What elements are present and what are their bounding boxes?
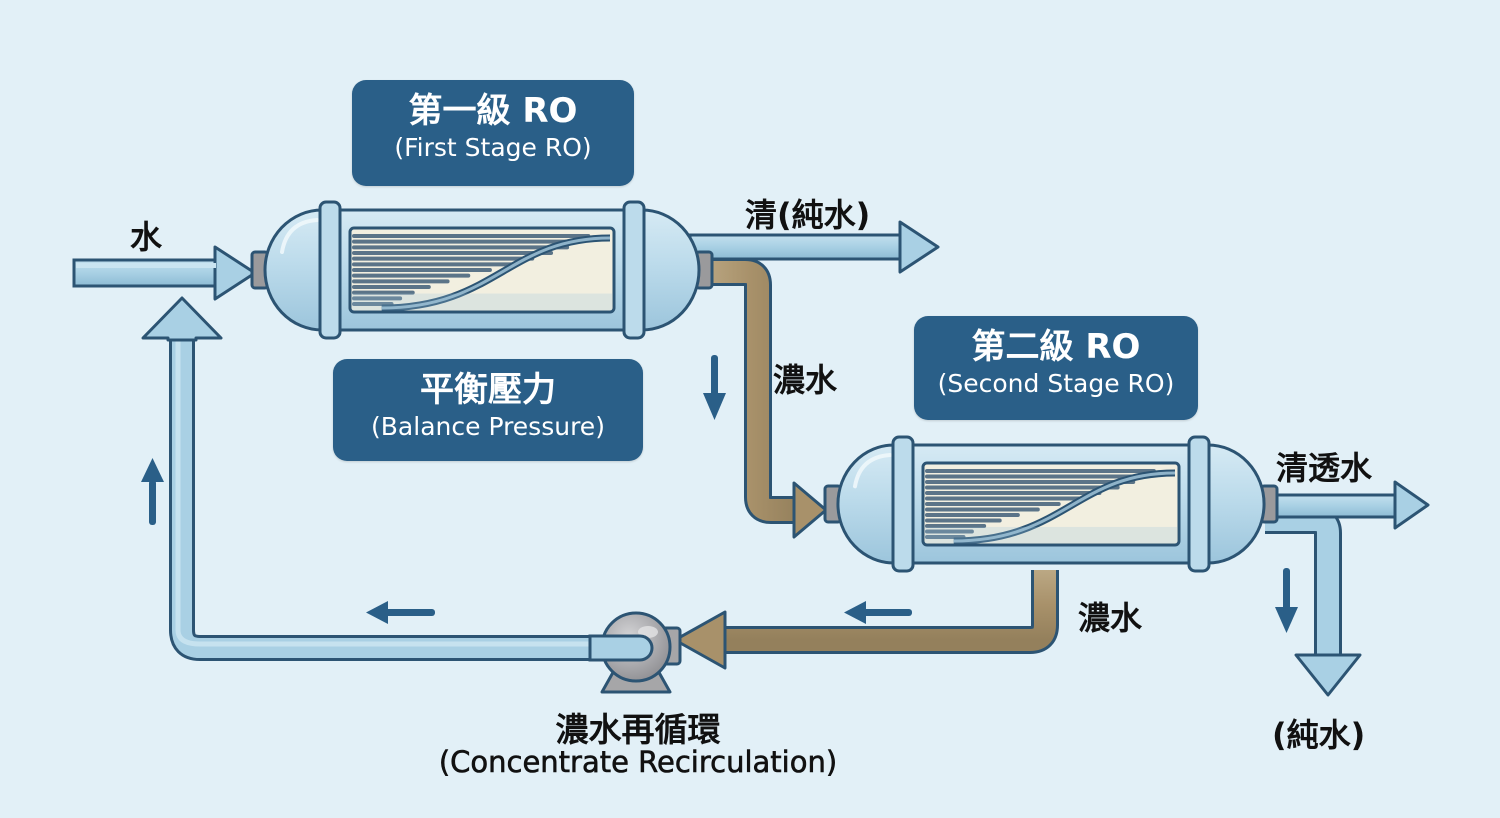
recirculation-pump [588, 611, 682, 694]
vessel-flange [1187, 435, 1211, 573]
stage2-ro-vessel [823, 435, 1279, 573]
recirculation-arrowhead-up [141, 296, 223, 342]
stage2-concentrate-pipe [673, 570, 1059, 670]
stage2-label-en: (Second Stage RO) [937, 369, 1175, 398]
recirculation-label-en: (Concentrate Recirculation) [438, 745, 838, 780]
pure-water-arrowhead [1294, 653, 1362, 697]
balance-pressure-label: 平衡壓力 (Balance Pressure) [333, 359, 643, 461]
inlet-pipe [72, 245, 257, 301]
flow-arrow-left-icon [844, 601, 912, 624]
balance-pressure-label-zh: 平衡壓力 [420, 370, 556, 410]
vessel-highlight [280, 218, 319, 254]
pure-water-label: (純水) [1272, 716, 1366, 754]
recirculation-return-pipe [141, 296, 640, 661]
vessel-flange [891, 435, 915, 573]
stage2-label-zh: 第二級 RO [971, 327, 1141, 367]
flow-arrow-left-icon [366, 601, 435, 624]
stage1-ro-vessel [250, 200, 714, 340]
stage1-concentrate-label: 濃水 [773, 361, 838, 399]
vessel-flange [622, 200, 646, 340]
stage1-label-en: (First Stage RO) [394, 133, 592, 162]
flow-arrow-down-icon [703, 355, 726, 420]
stage1-concentrate-pipe [700, 258, 828, 539]
stage1-label-zh: 第一級 RO [408, 91, 578, 131]
flow-arrow-down-icon [1275, 568, 1298, 633]
inlet-water-label: 水 [130, 218, 163, 256]
balance-pressure-label-en: (Balance Pressure) [371, 412, 605, 441]
vessel-flange [318, 200, 342, 340]
stage2-concentrate-label: 濃水 [1078, 599, 1143, 637]
recirculation-label-zh: 濃水再循環 [555, 710, 721, 749]
stage2-permeate-pipe [1263, 480, 1430, 697]
vessel-highlight [853, 453, 892, 489]
vessel-water-tint [925, 526, 1177, 544]
flow-arrow-up-icon [141, 458, 164, 525]
stage2-label: 第二級 RO (Second Stage RO) [914, 316, 1198, 420]
stage1-permeate-label: 清(純水) [745, 196, 871, 234]
vessel-water-tint [352, 293, 612, 311]
stage1-label: 第一級 RO (First Stage RO) [352, 80, 634, 186]
stage2-permeate-label: 清透水 [1276, 449, 1373, 487]
membrane-wrap-highlight [953, 471, 1176, 543]
membrane-wrap-highlight [381, 236, 611, 310]
stage1-permeate-pipe [688, 220, 940, 274]
